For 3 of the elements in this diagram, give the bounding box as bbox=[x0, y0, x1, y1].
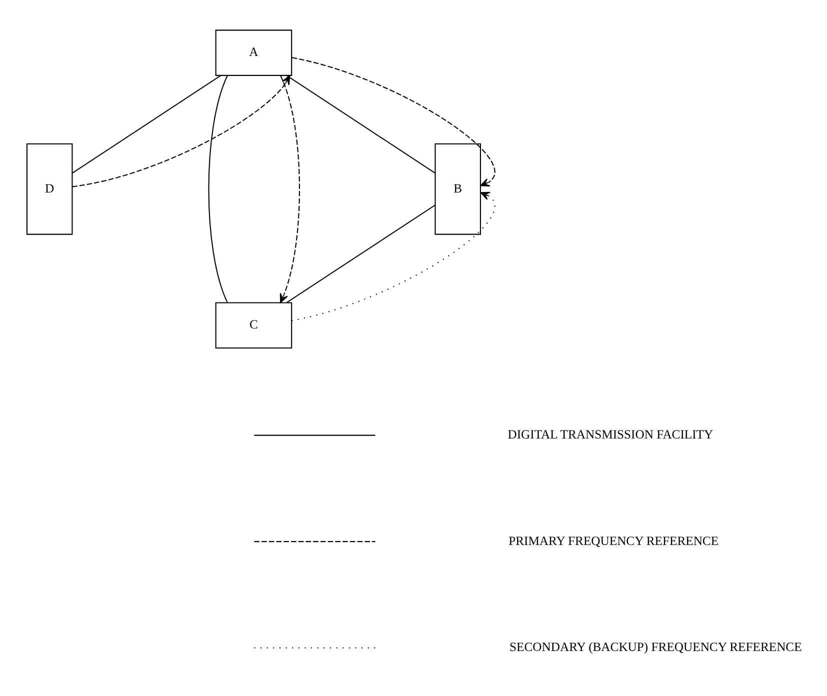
legend-label: DIGITAL TRANSMISSION FACILITY bbox=[508, 427, 714, 442]
legend-label: PRIMARY FREQUENCY REFERENCE bbox=[508, 533, 719, 548]
legend-label: SECONDARY (BACKUP) FREQUENCY REFERENCE bbox=[510, 640, 802, 654]
